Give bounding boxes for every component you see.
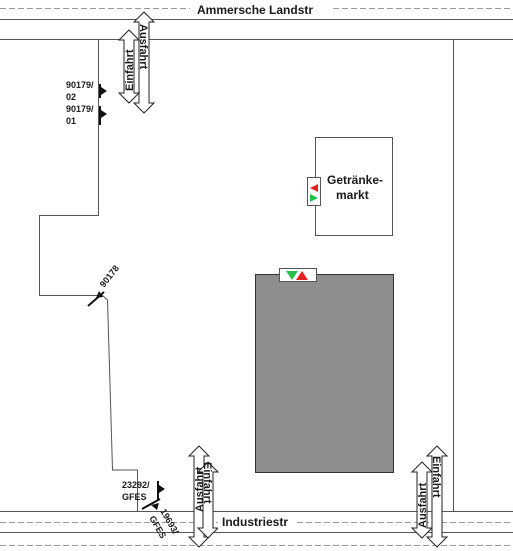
svg-text:90179/: 90179/ (66, 80, 94, 90)
svg-text:23292/: 23292/ (122, 480, 150, 490)
shop-label-line2: markt (336, 188, 369, 202)
marker-23292-gfes: 23292/ GFES (122, 480, 165, 502)
marker-90178: 90178 (87, 263, 121, 307)
main-building-signal (279, 268, 317, 282)
svg-text:90179/: 90179/ (66, 104, 94, 114)
main-building (255, 274, 394, 473)
top-street-label-bg (190, 0, 332, 17)
svg-text:01: 01 (66, 116, 76, 126)
svg-text:GFES: GFES (122, 492, 147, 502)
bottom-street-label-bg (218, 513, 296, 530)
green-down-triangle-icon (286, 271, 298, 280)
shop-entry-signal (307, 177, 321, 206)
street-label-bottom: Industriestr (222, 515, 288, 529)
getraenkemarkt-building (315, 137, 393, 236)
red-triangle-icon (310, 184, 318, 192)
red-up-triangle-icon (296, 271, 308, 280)
green-triangle-icon (310, 194, 318, 202)
svg-text:Einfahrt: Einfahrt (124, 49, 136, 91)
marker-arrow-icon (101, 87, 107, 95)
street-label-top: Ammersche Landstr (197, 3, 313, 17)
shop-label-line1: Getränke- (327, 173, 383, 187)
top-einfahrt-arrow: Einfahrt (117, 29, 141, 104)
svg-text:Einfahrt: Einfahrt (201, 462, 213, 504)
svg-text:Einfahrt: Einfahrt (430, 456, 442, 498)
marker-90179-02: 90179/ 02 (66, 80, 107, 102)
svg-text:Ausfahrt: Ausfahrt (137, 24, 149, 70)
marker-arrow-icon (101, 110, 107, 118)
bottom-left-einfahrt-arrow: Einfahrt (196, 461, 220, 539)
top-ausfahrt-arrow: Ausfahrt (132, 11, 156, 114)
svg-text:02: 02 (66, 92, 76, 102)
svg-text:90178: 90178 (98, 263, 121, 289)
marker-arrow-icon (96, 291, 103, 298)
svg-text:Ausfahrt: Ausfahrt (417, 482, 429, 528)
property-boundary-left (39, 39, 138, 512)
street-ammersche-landstr (0, 19, 513, 40)
marker-19693-gfes: 19693/ GFES (141, 498, 181, 540)
marker-arrow-icon (151, 503, 159, 510)
marker-90179-01: 90179/ 01 (66, 104, 107, 126)
marker-arrow-icon (159, 485, 165, 493)
bottom-right-ausfahrt-arrow: Ausfahrt (410, 461, 434, 539)
bottom-right-einfahrt-arrow: Einfahrt (425, 445, 449, 548)
